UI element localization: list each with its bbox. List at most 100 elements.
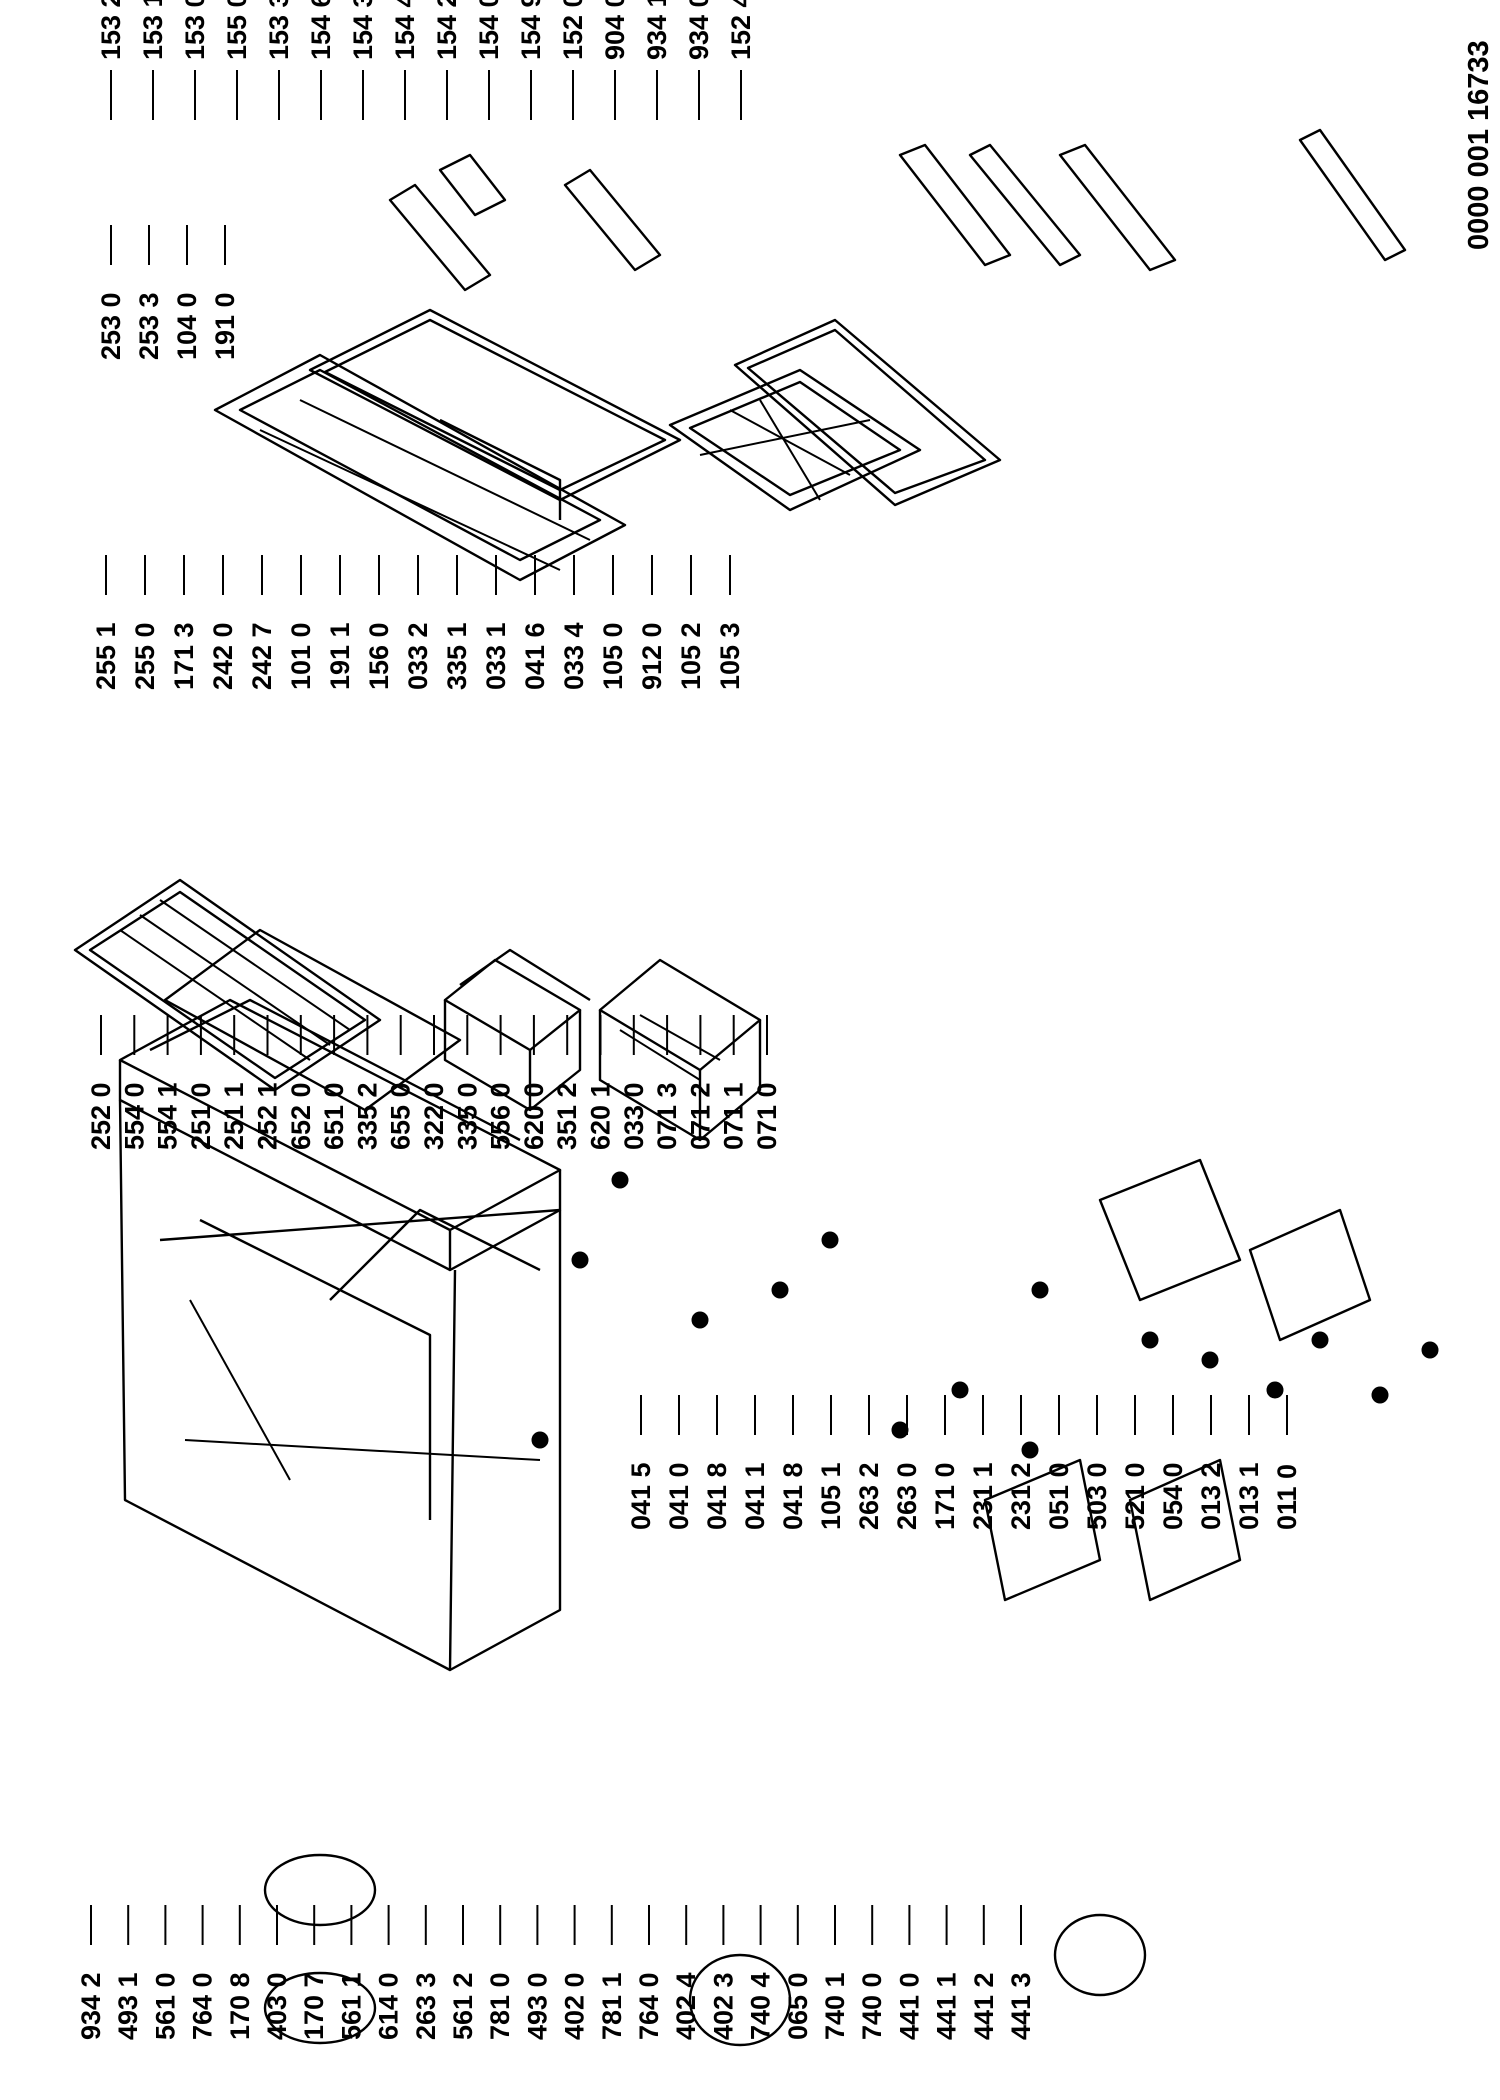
part-number-label: 620 1 bbox=[586, 1082, 616, 1150]
part-number-label: 263 0 bbox=[892, 1462, 922, 1530]
drawing-reference-number: 0000 001 16733 bbox=[1463, 40, 1495, 250]
part-number-label: 231 2 bbox=[1006, 1462, 1036, 1530]
part-number-label: 242 7 bbox=[247, 622, 277, 690]
condenser-coils bbox=[983, 1458, 1242, 1602]
part-number-label: 054 0 bbox=[1158, 1462, 1188, 1530]
part-number-label: 441 1 bbox=[932, 1972, 962, 2040]
part-number-label: 335 2 bbox=[352, 1082, 382, 1150]
part-number-label: 402 0 bbox=[560, 1972, 590, 2040]
control-housing bbox=[1098, 1158, 1372, 1342]
glass-shelf bbox=[163, 928, 462, 1112]
part-number-label: 251 0 bbox=[186, 1082, 216, 1150]
part-number-label: 153 0 bbox=[180, 0, 210, 60]
part-number-label: 154 6 bbox=[306, 0, 336, 60]
part-number-label: 554 1 bbox=[153, 1082, 183, 1150]
part-number-label: 242 0 bbox=[208, 622, 238, 690]
part-number-label: 154 9 bbox=[516, 0, 546, 60]
part-number-label: 255 1 bbox=[91, 622, 121, 690]
part-number-label: 154 4 bbox=[390, 0, 420, 60]
part-number-label: 263 3 bbox=[411, 1972, 441, 2040]
part-number-label: 105 3 bbox=[715, 622, 745, 690]
part-number-label: 764 0 bbox=[188, 1972, 218, 2040]
part-number-label: 255 0 bbox=[130, 622, 160, 690]
part-number-label: 912 0 bbox=[637, 622, 667, 690]
part-number-label: 934 2 bbox=[76, 1972, 106, 2040]
crisper-drawer bbox=[443, 948, 591, 1112]
part-number-label: 252 0 bbox=[86, 1082, 116, 1150]
part-number-label: 154 3 bbox=[348, 0, 378, 60]
part-number-label: 170 8 bbox=[225, 1972, 255, 2040]
part-number-label: 153 1 bbox=[138, 0, 168, 60]
shelf-grille bbox=[73, 878, 382, 1092]
cabinet-body bbox=[118, 998, 562, 1672]
part-number-label: 191 1 bbox=[325, 622, 355, 690]
part-number-label: 253 3 bbox=[134, 292, 164, 360]
part-number-label: 011 0 bbox=[1272, 1464, 1302, 1530]
part-number-label: 105 1 bbox=[816, 1462, 846, 1530]
part-number-label: 171 3 bbox=[169, 622, 199, 690]
part-number-label: 071 1 bbox=[719, 1082, 749, 1150]
part-number-label: 252 1 bbox=[253, 1082, 283, 1150]
part-number-label: 105 0 bbox=[598, 622, 628, 690]
door-lower-frame bbox=[668, 368, 922, 512]
part-number-label: 493 1 bbox=[113, 1972, 143, 2040]
part-number-label: 152 4 bbox=[726, 0, 756, 60]
part-number-label: 904 0 bbox=[600, 0, 630, 60]
part-number-label: 013 1 bbox=[1234, 1462, 1264, 1530]
part-number-label: 781 0 bbox=[485, 1972, 515, 2040]
freezer-drawer bbox=[598, 958, 762, 1142]
part-number-label: 033 4 bbox=[559, 622, 589, 690]
part-number-label: 155 0 bbox=[222, 0, 252, 60]
part-number-label: 934 1 bbox=[642, 0, 672, 60]
part-number-label: 013 2 bbox=[1196, 1462, 1226, 1530]
part-number-label: 041 1 bbox=[740, 1462, 770, 1530]
part-number-label: 153 2 bbox=[96, 0, 126, 60]
part-number-label: 171 0 bbox=[930, 1462, 960, 1530]
part-number-label: 441 2 bbox=[969, 1972, 999, 2040]
part-number-label: 402 4 bbox=[671, 1972, 701, 2040]
part-number-label: 781 1 bbox=[597, 1972, 627, 2040]
part-number-label: 170 7 bbox=[299, 1972, 329, 2040]
part-number-label: 152 0 bbox=[558, 0, 588, 60]
part-number-label: 101 0 bbox=[286, 622, 316, 690]
part-number-label: 154 2 bbox=[432, 0, 462, 60]
part-number-label: 041 5 bbox=[626, 1462, 656, 1530]
part-number-label: 335 1 bbox=[442, 622, 472, 690]
part-number-label: 441 3 bbox=[1006, 1972, 1036, 2040]
door-gasket-upper bbox=[308, 308, 682, 502]
door-shelves bbox=[388, 128, 1407, 292]
part-number-label: 156 0 bbox=[364, 622, 394, 690]
part-number-label: 934 0 bbox=[684, 0, 714, 60]
part-number-label: 041 0 bbox=[664, 1462, 694, 1530]
part-number-label: 041 8 bbox=[702, 1462, 732, 1530]
part-number-label: 191 0 bbox=[210, 292, 240, 360]
part-number-label: 441 0 bbox=[894, 1972, 924, 2040]
part-number-label: 104 0 bbox=[172, 292, 202, 360]
part-number-label: 033 2 bbox=[403, 622, 433, 690]
part-number-label: 740 1 bbox=[820, 1972, 850, 2040]
part-number-label: 351 2 bbox=[552, 1082, 582, 1150]
part-number-label: 561 2 bbox=[448, 1972, 478, 2040]
part-number-label: 033 0 bbox=[619, 1082, 649, 1150]
part-number-label: 402 3 bbox=[708, 1972, 738, 2040]
part-number-label: 153 3 bbox=[264, 0, 294, 60]
part-number-label: 652 0 bbox=[286, 1082, 316, 1150]
part-number-label: 071 3 bbox=[652, 1082, 682, 1150]
part-number-label: 041 6 bbox=[520, 622, 550, 690]
compressor-units bbox=[263, 1853, 1147, 2047]
part-number-label: 554 0 bbox=[119, 1082, 149, 1150]
part-number-label: 263 2 bbox=[854, 1462, 884, 1530]
part-number-label: 764 0 bbox=[634, 1972, 664, 2040]
part-number-label: 251 1 bbox=[219, 1082, 249, 1150]
part-number-label: 614 0 bbox=[374, 1972, 404, 2040]
part-number-label: 740 0 bbox=[857, 1972, 887, 2040]
part-number-label: 033 1 bbox=[481, 622, 511, 690]
part-number-label: 154 0 bbox=[474, 0, 504, 60]
part-number-label: 322 0 bbox=[419, 1082, 449, 1150]
part-number-label: 041 8 bbox=[778, 1462, 808, 1530]
door-gasket-lower bbox=[733, 318, 1002, 507]
part-number-label: 493 0 bbox=[522, 1972, 552, 2040]
door-outer-frame bbox=[213, 353, 627, 582]
